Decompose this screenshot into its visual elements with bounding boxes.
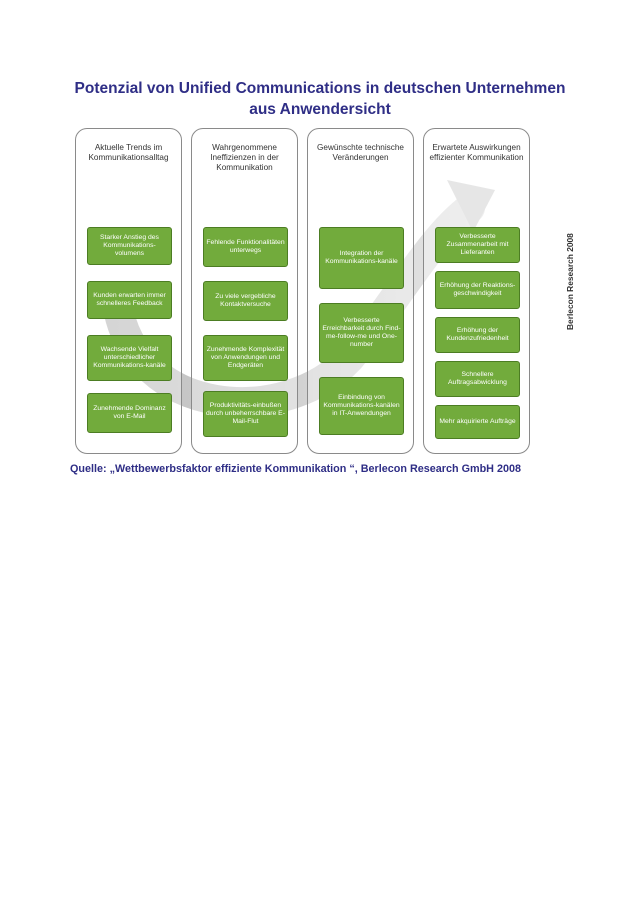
column-heading: Wahrgenommene Ineffizienzen in der Kommu…: [210, 143, 279, 172]
side-label: Berlecon Research 2008: [565, 233, 575, 330]
title-line-2: aus Anwendersicht: [249, 101, 391, 118]
item-box: Verbesserte Erreichbarkeit durch Find-me…: [319, 303, 404, 363]
item-box: Kunden erwarten immer schnelleres Feedba…: [87, 281, 172, 319]
column-heading: Erwartete Auswirkungen effizienter Kommu…: [429, 143, 524, 162]
item-box: Mehr akquirierte Aufträge: [435, 405, 520, 439]
item-box: Integration der Kommunikations-kanäle: [319, 227, 404, 289]
column-auswirkungen: Erwartete Auswirkungen effizienter Kommu…: [423, 128, 530, 454]
item-box: Einbindung von Kommunikations-kanälen in…: [319, 377, 404, 435]
title-line-1: Potenzial von Unified Communications in …: [74, 80, 566, 97]
item-box: Zu viele vergebliche Kontaktversuche: [203, 281, 288, 321]
item-box: Zunehmende Dominanz von E-Mail: [87, 393, 172, 433]
item-box: Schnellere Auftragsabwicklung: [435, 361, 520, 397]
column-veraenderungen: Gewünschte technische Veränderungen Inte…: [307, 128, 414, 454]
item-box: Erhöhung der Reaktions-geschwindigkeit: [435, 271, 520, 309]
item-box: Produktivitäts-einbußen durch unbeherrsc…: [203, 391, 288, 437]
diagram-area: Aktuelle Trends im Kommunikationsalltag …: [75, 128, 565, 456]
column-heading: Gewünschte technische Veränderungen: [317, 143, 404, 162]
item-box: Wachsende Vielfalt unterschiedlicher Kom…: [87, 335, 172, 381]
source-note: Quelle: „Wettbewerbsfaktor effiziente Ko…: [70, 463, 521, 475]
item-box: Fehlende Funktionalitäten unterwegs: [203, 227, 288, 267]
column-ineffizienzen: Wahrgenommene Ineffizienzen in der Kommu…: [191, 128, 298, 454]
diagram-title: Potenzial von Unified Communications in …: [60, 78, 580, 120]
column-heading: Aktuelle Trends im Kommunikationsalltag: [88, 143, 169, 162]
item-box: Zunehmende Komplexität von Anwendungen u…: [203, 335, 288, 381]
item-box: Erhöhung der Kundenzufriedenheit: [435, 317, 520, 353]
item-box: Starker Anstieg des Kommunikations-volum…: [87, 227, 172, 265]
item-box: Verbesserte Zusammenarbeit mit Lieferant…: [435, 227, 520, 263]
column-aktuelle-trends: Aktuelle Trends im Kommunikationsalltag …: [75, 128, 182, 454]
